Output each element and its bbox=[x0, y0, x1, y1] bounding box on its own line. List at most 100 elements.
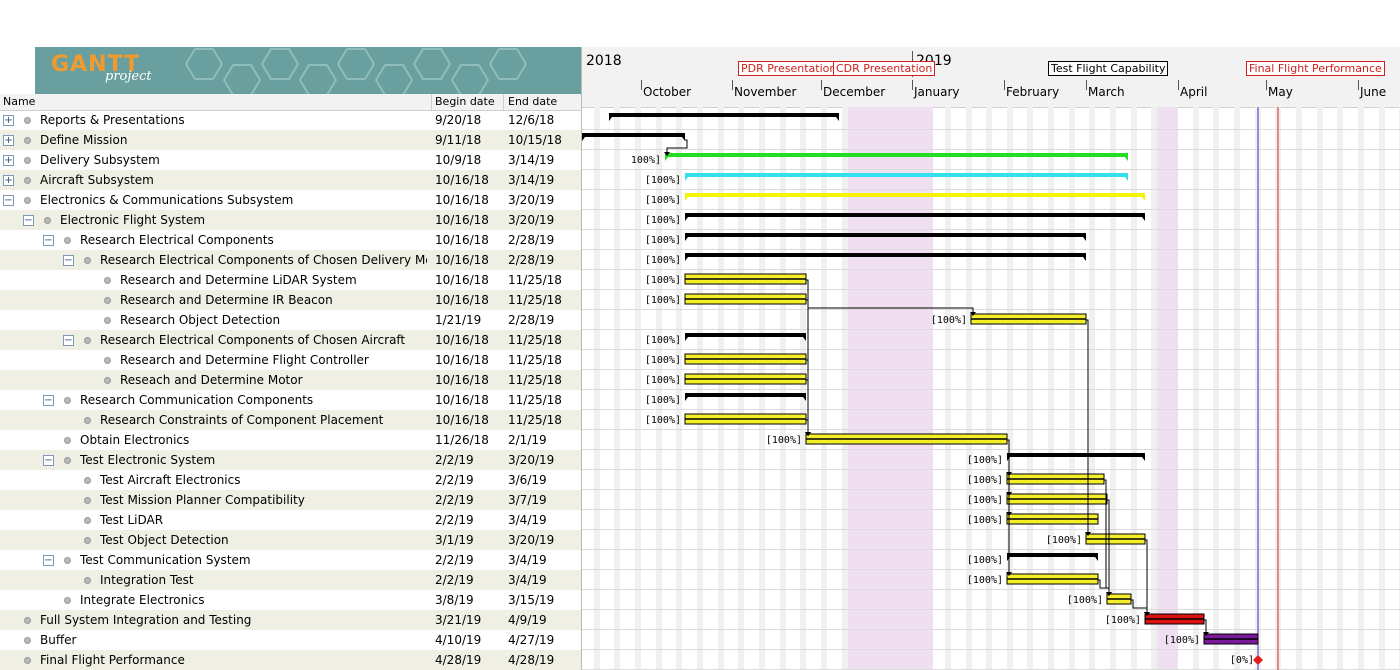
task-begin-date[interactable]: 10/16/18 bbox=[435, 173, 489, 187]
task-begin-date[interactable]: 9/20/18 bbox=[435, 113, 482, 127]
task-row[interactable]: Final Flight Performance 4/28/19 4/28/19 bbox=[0, 650, 581, 670]
task-begin-date[interactable]: 9/11/18 bbox=[435, 133, 482, 147]
task-name[interactable]: Research Constraints of Component Placem… bbox=[100, 413, 384, 427]
task-row[interactable]: Research and Determine IR Beacon 10/16/18… bbox=[0, 290, 581, 310]
task-end-date[interactable]: 3/7/19 bbox=[508, 493, 547, 507]
task-begin-date[interactable]: 1/21/19 bbox=[435, 313, 482, 327]
collapse-icon[interactable]: − bbox=[63, 255, 74, 266]
task-end-date[interactable]: 3/4/19 bbox=[508, 553, 547, 567]
column-header-end-date[interactable]: End date bbox=[508, 95, 558, 108]
task-name[interactable]: Reports & Presentations bbox=[40, 113, 185, 127]
task-end-date[interactable]: 3/14/19 bbox=[508, 173, 555, 187]
task-name[interactable]: Final Flight Performance bbox=[40, 653, 185, 667]
task-begin-date[interactable]: 10/16/18 bbox=[435, 333, 489, 347]
collapse-icon[interactable]: − bbox=[63, 335, 74, 346]
task-begin-date[interactable]: 10/16/18 bbox=[435, 233, 489, 247]
task-begin-date[interactable]: 4/28/19 bbox=[435, 653, 482, 667]
task-name[interactable]: Reseach and Determine Motor bbox=[120, 373, 303, 387]
task-end-date[interactable]: 3/4/19 bbox=[508, 513, 547, 527]
collapse-icon[interactable]: − bbox=[23, 215, 34, 226]
task-end-date[interactable]: 2/28/19 bbox=[508, 253, 555, 267]
task-name[interactable]: Research Electrical Components of Chosen… bbox=[100, 253, 427, 267]
task-begin-date[interactable]: 10/16/18 bbox=[435, 293, 489, 307]
collapse-icon[interactable]: − bbox=[43, 395, 54, 406]
column-header-begin-date[interactable]: Begin date bbox=[435, 95, 495, 108]
task-begin-date[interactable]: 10/16/18 bbox=[435, 393, 489, 407]
task-name[interactable]: Test LiDAR bbox=[100, 513, 164, 527]
task-end-date[interactable]: 11/25/18 bbox=[508, 413, 562, 427]
task-name[interactable]: Research Object Detection bbox=[120, 313, 281, 327]
task-name[interactable]: Delivery Subsystem bbox=[40, 153, 160, 167]
task-end-date[interactable]: 2/1/19 bbox=[508, 433, 547, 447]
task-begin-date[interactable]: 3/8/19 bbox=[435, 593, 474, 607]
task-row[interactable]: − Research Communication Components 10/16/… bbox=[0, 390, 581, 410]
task-begin-date[interactable]: 2/2/19 bbox=[435, 573, 474, 587]
task-begin-date[interactable]: 10/16/18 bbox=[435, 193, 489, 207]
task-begin-date[interactable]: 10/16/18 bbox=[435, 273, 489, 287]
task-end-date[interactable]: 11/25/18 bbox=[508, 293, 562, 307]
task-name[interactable]: Research Electrical Components bbox=[80, 233, 274, 247]
task-begin-date[interactable]: 10/16/18 bbox=[435, 213, 489, 227]
task-name[interactable]: Aircraft Subsystem bbox=[40, 173, 154, 187]
expand-icon[interactable]: + bbox=[3, 155, 14, 166]
task-row[interactable]: Research Constraints of Component Placem… bbox=[0, 410, 581, 430]
task-begin-date[interactable]: 10/9/18 bbox=[435, 153, 482, 167]
task-end-date[interactable]: 11/25/18 bbox=[508, 393, 562, 407]
task-name[interactable]: Research and Determine IR Beacon bbox=[120, 293, 333, 307]
task-row[interactable]: − Research Electrical Components of Chose… bbox=[0, 250, 581, 270]
task-name[interactable]: Obtain Electronics bbox=[80, 433, 190, 447]
task-begin-date[interactable]: 2/2/19 bbox=[435, 493, 474, 507]
task-begin-date[interactable]: 2/2/19 bbox=[435, 473, 474, 487]
task-begin-date[interactable]: 2/2/19 bbox=[435, 453, 474, 467]
task-name[interactable]: Test Aircraft Electronics bbox=[100, 473, 241, 487]
task-row[interactable]: Research and Determine Flight Controller… bbox=[0, 350, 581, 370]
task-end-date[interactable]: 4/28/19 bbox=[508, 653, 555, 667]
column-header-name[interactable]: Name bbox=[3, 95, 36, 108]
task-end-date[interactable]: 2/28/19 bbox=[508, 313, 555, 327]
collapse-icon[interactable]: − bbox=[3, 195, 14, 206]
task-name[interactable]: Test Object Detection bbox=[100, 533, 229, 547]
task-row[interactable]: + Reports & Presentations 9/20/18 12/6/18 bbox=[0, 110, 581, 130]
collapse-icon[interactable]: − bbox=[43, 555, 54, 566]
panel-splitter[interactable] bbox=[581, 47, 582, 670]
task-begin-date[interactable]: 11/26/18 bbox=[435, 433, 489, 447]
collapse-icon[interactable]: − bbox=[43, 455, 54, 466]
milestone-label[interactable]: Test Flight Capability bbox=[1048, 61, 1169, 76]
task-name[interactable]: Full System Integration and Testing bbox=[40, 613, 252, 627]
task-end-date[interactable]: 11/25/18 bbox=[508, 373, 562, 387]
expand-icon[interactable]: + bbox=[3, 115, 14, 126]
task-row[interactable]: Obtain Electronics 11/26/18 2/1/19 bbox=[0, 430, 581, 450]
task-row[interactable]: Research and Determine LiDAR System 10/16… bbox=[0, 270, 581, 290]
task-name[interactable]: Research Electrical Components of Chosen… bbox=[100, 333, 406, 347]
milestone-label[interactable]: Final Flight Performance bbox=[1246, 61, 1385, 76]
task-begin-date[interactable]: 2/2/19 bbox=[435, 553, 474, 567]
task-row[interactable]: − Electronic Flight System 10/16/18 3/20/19 bbox=[0, 210, 581, 230]
task-name[interactable]: Integrate Electronics bbox=[80, 593, 205, 607]
task-name[interactable]: Research Communication Components bbox=[80, 393, 314, 407]
task-begin-date[interactable]: 10/16/18 bbox=[435, 253, 489, 267]
task-end-date[interactable]: 3/4/19 bbox=[508, 573, 547, 587]
task-row[interactable]: − Research Electrical Components of Chose… bbox=[0, 330, 581, 350]
task-end-date[interactable]: 4/9/19 bbox=[508, 613, 547, 627]
task-begin-date[interactable]: 10/16/18 bbox=[435, 353, 489, 367]
task-begin-date[interactable]: 2/2/19 bbox=[435, 513, 474, 527]
task-name[interactable]: Electronic Flight System bbox=[60, 213, 206, 227]
task-begin-date[interactable]: 4/10/19 bbox=[435, 633, 482, 647]
task-name[interactable]: Research and Determine Flight Controller bbox=[120, 353, 369, 367]
task-end-date[interactable]: 12/6/18 bbox=[508, 113, 555, 127]
task-name[interactable]: Research and Determine LiDAR System bbox=[120, 273, 357, 287]
task-end-date[interactable]: 3/20/19 bbox=[508, 213, 555, 227]
